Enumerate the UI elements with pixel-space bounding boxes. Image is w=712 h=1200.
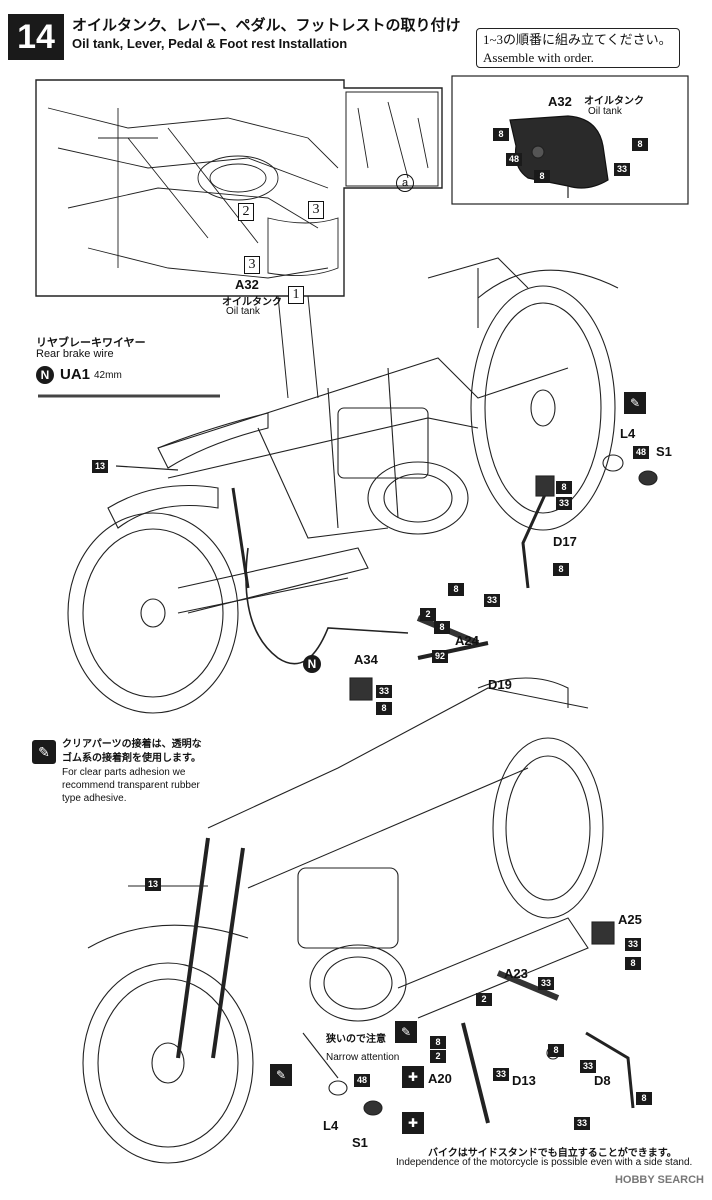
hobby-search-watermark: HOBBY SEARCH — [614, 1174, 704, 1186]
d13-tag-8: 8 — [548, 1044, 564, 1057]
oil-tank-shape — [509, 115, 609, 189]
glue-icon-lower: ✎ — [395, 1021, 417, 1043]
order-note-en: Assemble with order. — [483, 50, 594, 65]
lower-d13: D13 — [512, 1073, 536, 1088]
upper-d19: D19 — [488, 677, 512, 692]
clear-note-en-1: For clear parts adhesion we — [62, 767, 186, 778]
oil-tank-label-jp: オイルタンク — [584, 96, 644, 107]
a24-tag-33: 33 — [484, 594, 500, 607]
a34-tag-33: 33 — [376, 685, 392, 698]
glue-icon-lower-left: ✎ — [270, 1064, 292, 1086]
step-title-en: Oil tank, Lever, Pedal & Foot rest Insta… — [72, 36, 348, 51]
upper-l4: L4 — [620, 426, 636, 441]
inset-a32-part: A32 — [235, 277, 259, 292]
a25-tag-33: 33 — [625, 938, 641, 951]
lower-a25: A25 — [618, 912, 642, 927]
a34-tag-8: 8 — [376, 702, 392, 715]
oil-tank-tag-33: 33 — [614, 163, 630, 176]
glue-icon-upper: ✎ — [624, 392, 646, 414]
a24-tag-8a: 8 — [448, 583, 464, 596]
d17-tag-8b: 8 — [553, 563, 569, 576]
upper-motorcycle — [67, 257, 658, 714]
side-stand-en: Independence of the motorcycle is possib… — [396, 1157, 693, 1168]
a23-tag-2: 2 — [476, 993, 492, 1006]
d17-tag-8a: 8 — [556, 481, 572, 494]
d8-tag-33b: 33 — [574, 1117, 590, 1130]
inset-step-3a: 3 — [308, 201, 324, 219]
oil-tank-tag-8b: 8 — [632, 138, 648, 151]
upper-a24: A24 — [455, 633, 479, 648]
lower-l4: L4 — [323, 1118, 339, 1133]
a25-tag-8: 8 — [625, 957, 641, 970]
oil-tank-label-en: Oil tank — [588, 106, 622, 117]
lower-callout-13: 13 — [145, 878, 161, 891]
assembly-order-note: 1~3の順番に組み立てください。 Assemble with order. — [476, 28, 680, 68]
d8-tag-8: 8 — [636, 1092, 652, 1105]
a20-tag-8: 8 — [430, 1036, 446, 1049]
inset-a32-en: Oil tank — [226, 306, 260, 317]
inset-detail-frame — [345, 91, 439, 187]
wire-part-ua1: UA1 — [60, 366, 91, 383]
inset-step-3b: 3 — [244, 256, 260, 274]
narrow-attention-en: Narrow attention — [326, 1052, 400, 1063]
order-note-jp: 1~3の順番に組み立てください。 — [483, 32, 672, 47]
lower-d8: D8 — [594, 1073, 611, 1088]
inset-step-2: 2 — [238, 203, 254, 221]
side-stand-jp: バイクはサイドスタンドでも自立することができます。 — [428, 1148, 677, 1159]
upper-s1: S1 — [656, 444, 672, 459]
rear-brake-wire-jp: リヤブレーキワイヤー — [36, 337, 146, 349]
d8-tag-33a: 33 — [580, 1060, 596, 1073]
upper-d17: D17 — [553, 534, 577, 549]
upper-a34: A34 — [354, 652, 378, 667]
inset-a32-jp: オイルタンク — [222, 297, 282, 308]
inset-step-1: 1 — [288, 286, 304, 304]
oil-tank-tag-48: 48 — [506, 153, 522, 166]
step-number: 14 — [8, 14, 64, 60]
lower-a20: A20 — [428, 1071, 452, 1086]
upper-tag-92: 92 — [432, 650, 448, 663]
inset-circle-a: a — [396, 174, 414, 192]
assembly-diagram — [35, 75, 689, 1164]
inset-engine-sketch — [47, 101, 429, 279]
upper-tag-48: 48 — [633, 446, 649, 459]
glue-note-icon: ✎ — [32, 740, 56, 764]
clear-note-en-2: recommend transparent rubber — [62, 780, 200, 791]
cement-icon-lower: ✚ — [402, 1066, 424, 1088]
lower-tag-48: 48 — [354, 1074, 370, 1087]
upper-callout-13: 13 — [92, 460, 108, 473]
clear-note-jp-2: ゴム系の接着剤を使用します。 — [62, 753, 201, 764]
oil-tank-tag-8c: 8 — [534, 170, 550, 183]
a24-tag-2: 2 — [420, 608, 436, 621]
d17-tag-33: 33 — [556, 497, 572, 510]
wire-length: 42mm — [94, 370, 122, 381]
lower-motorcycle — [82, 677, 635, 1164]
upper-badge-n: N — [303, 655, 321, 673]
lower-a23: A23 — [504, 966, 528, 981]
cement-icon-sidestand: ✚ — [402, 1112, 424, 1134]
narrow-attention-jp: 狭いので注意 — [326, 1034, 386, 1045]
clear-note-en-3: type adhesive. — [62, 793, 127, 804]
a23-tag-33: 33 — [538, 977, 554, 990]
oil-tank-tag-8a: 8 — [493, 128, 509, 141]
inset-frame — [35, 79, 443, 297]
lower-s1: S1 — [352, 1135, 368, 1150]
rear-brake-wire-en: Rear brake wire — [36, 348, 114, 360]
oil-tank-detail-frame — [451, 75, 689, 205]
clear-note-jp-1: クリアパーツの接着は、透明な — [62, 739, 202, 750]
a24-tag-8b: 8 — [434, 621, 450, 634]
a20-tag-2: 2 — [430, 1050, 446, 1063]
step-title-jp: オイルタンク、レバー、ペダル、フットレストの取り付け — [72, 17, 461, 34]
a20-tag-33: 33 — [493, 1068, 509, 1081]
wire-badge-n: N — [36, 366, 54, 384]
oil-tank-part: A32 — [548, 94, 572, 109]
